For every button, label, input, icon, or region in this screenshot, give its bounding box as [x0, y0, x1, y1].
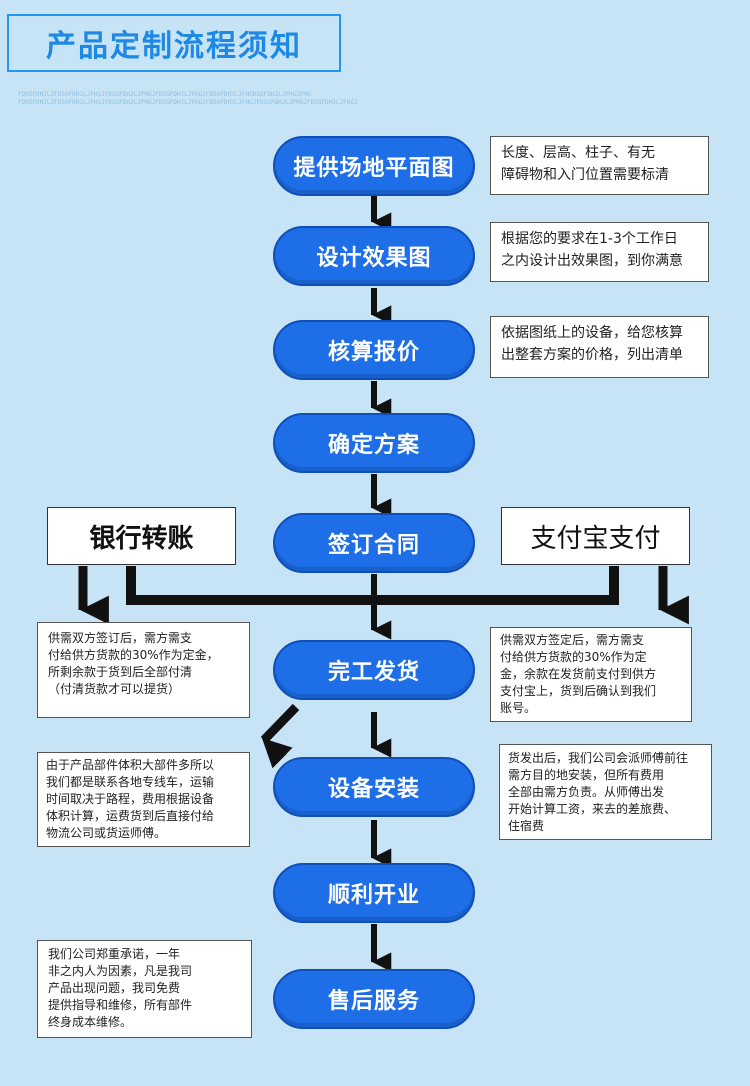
watermark-text-1: FDSGFDHJLJFDSGFDHJLJFHGJFDSGFDHJLJFHGJFD… — [18, 91, 311, 98]
watermark-text-2: FDSGFDHJLJFDSGFDHJLJFHGJFDSGFDHJLJFHGJFD… — [18, 99, 358, 106]
step-quote: 核算报价 — [273, 320, 475, 380]
note-shipping: 由于产品部件体积大部件多所以 我们都是联系各地专线车，运输 时间取决于路程，费用… — [37, 752, 250, 847]
note-install: 货发出后，我们公司会派师傅前往 需方目的地安装，但所有费用 全部由需方负责。从师… — [499, 744, 712, 840]
step-install: 设备安装 — [273, 757, 475, 817]
step-sign-contract: 签订合同 — [273, 513, 475, 573]
step-after-sales: 售后服务 — [273, 969, 475, 1029]
page-title: 产品定制流程须知 — [46, 29, 302, 64]
step-open: 顺利开业 — [273, 863, 475, 923]
shipping-note-arrow — [260, 703, 300, 769]
payment-bracket — [126, 566, 619, 605]
note-floor-plan: 长度、层高、柱子、有无 障碍物和入门位置需要标清 — [490, 136, 709, 195]
note-design: 根据您的要求在1-3个工作日 之内设计出效果图，到你满意 — [490, 222, 709, 282]
step-floor-plan: 提供场地平面图 — [273, 136, 475, 196]
step-ship: 完工发货 — [273, 640, 475, 700]
step-design: 设计效果图 — [273, 226, 475, 286]
step-confirm-plan: 确定方案 — [273, 413, 475, 473]
note-after-sales: 我们公司郑重承诺，一年 非之内人为因素，凡是我司 产品出现问题，我司免费 提供指… — [37, 940, 252, 1038]
alipay-box: 支付宝支付 — [501, 507, 690, 565]
note-quote: 依据图纸上的设备，给您核算 出整套方案的价格，列出清单 — [490, 316, 709, 378]
bank-transfer-box: 银行转账 — [47, 507, 236, 565]
note-alipay-terms: 供需双方签定后，需方需支 付给供方货款的30%作为定 金，余款在发货前支付到供方… — [490, 627, 692, 722]
note-bank-terms: 供需双方签订后，需方需支 付给供方货款的30%作为定金， 所剩余款于货到后全部付… — [37, 622, 250, 718]
title-box: 产品定制流程须知 — [7, 14, 341, 72]
